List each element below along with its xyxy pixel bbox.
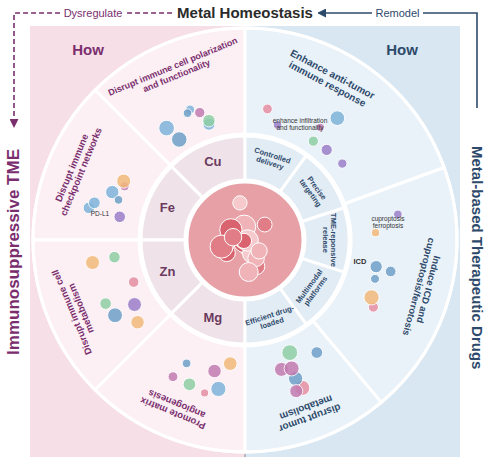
cell-icon: [385, 266, 396, 277]
node-text: Immunosuppressive TME: [5, 149, 24, 355]
cell-icon: [131, 316, 144, 329]
cell-icon: [371, 229, 379, 237]
cell-icon: [159, 120, 175, 136]
metal-sector: Cu: [193, 155, 233, 169]
annotation: enhance infiltration and functionality: [269, 117, 331, 131]
node-text: Cu: [193, 155, 233, 169]
cell-icon: [330, 111, 345, 126]
cell-icon: [284, 361, 299, 376]
platform-sector: TME-reponsive release: [321, 212, 338, 268]
edge-label: Remodel: [372, 7, 422, 19]
node-text: Metal-based Therapeutic Drugs: [469, 146, 486, 369]
cell-icon: [114, 211, 126, 223]
tumor-core: [187, 182, 303, 298]
cell-icon: [128, 277, 139, 288]
title-box: Metal Homeostasis: [172, 4, 318, 23]
cell-icon: [183, 109, 192, 118]
node-text: Fe: [147, 201, 187, 215]
metal-sector: Zn: [147, 265, 187, 279]
cell-icon: [223, 357, 237, 371]
cell-icon: [311, 347, 323, 359]
cell-icon: [308, 136, 318, 146]
cell-icon: [114, 196, 123, 205]
cell-icon: [338, 159, 347, 168]
section-heading: How: [72, 42, 104, 59]
edge-label: Dysregulate: [61, 7, 126, 19]
connector-arrow: [14, 13, 172, 127]
cell-icon: [168, 372, 178, 382]
tumor-cell: [233, 196, 247, 210]
cell-icon: [183, 378, 196, 391]
cell-icon: [86, 256, 100, 270]
node-text: Mg: [193, 310, 233, 324]
annotation: ICD: [354, 258, 367, 266]
cell-icon: [201, 389, 209, 397]
cell-icon: [371, 274, 380, 283]
cell-icon: [208, 364, 221, 377]
cell-icon: [290, 385, 303, 398]
cell-icon: [117, 174, 131, 188]
cell-icon: [100, 298, 112, 310]
node-text: Zn: [147, 265, 187, 279]
cell-icon: [263, 104, 273, 114]
cell-icon: [109, 251, 121, 263]
cell-icon: [195, 107, 205, 117]
annotation: cuproptosis ferroptosis: [364, 215, 412, 229]
node-text: TME-reponsive release: [321, 212, 338, 268]
section-heading: How: [386, 42, 418, 59]
tumor-cell: [224, 228, 241, 245]
tumor-cell: [251, 243, 267, 259]
side-band: Immunosuppressive TME: [1, 127, 27, 377]
cell-icon: [211, 381, 226, 396]
node-text: Metal Homeostasis: [177, 5, 313, 22]
metal-sector: Mg: [193, 310, 233, 324]
annotation: PD-L1: [91, 210, 109, 217]
cell-icon: [321, 144, 332, 155]
outer-ring: [33, 28, 457, 452]
tumor-cell: [257, 217, 272, 232]
cell-icon: [203, 114, 215, 126]
metal-sector: Fe: [147, 201, 187, 215]
tumor-cell: [239, 263, 258, 282]
cell-icon: [172, 132, 188, 148]
cell-icon: [182, 359, 191, 368]
cell-icon: [364, 290, 379, 305]
cell-icon: [128, 298, 142, 312]
ring-group: [33, 28, 457, 452]
cell-icon: [108, 308, 123, 323]
cell-icon: [282, 345, 298, 361]
side-band: Metal-based Therapeutic Drugs: [464, 108, 490, 408]
cell-icon: [89, 197, 101, 209]
cell-icon: [370, 261, 382, 273]
